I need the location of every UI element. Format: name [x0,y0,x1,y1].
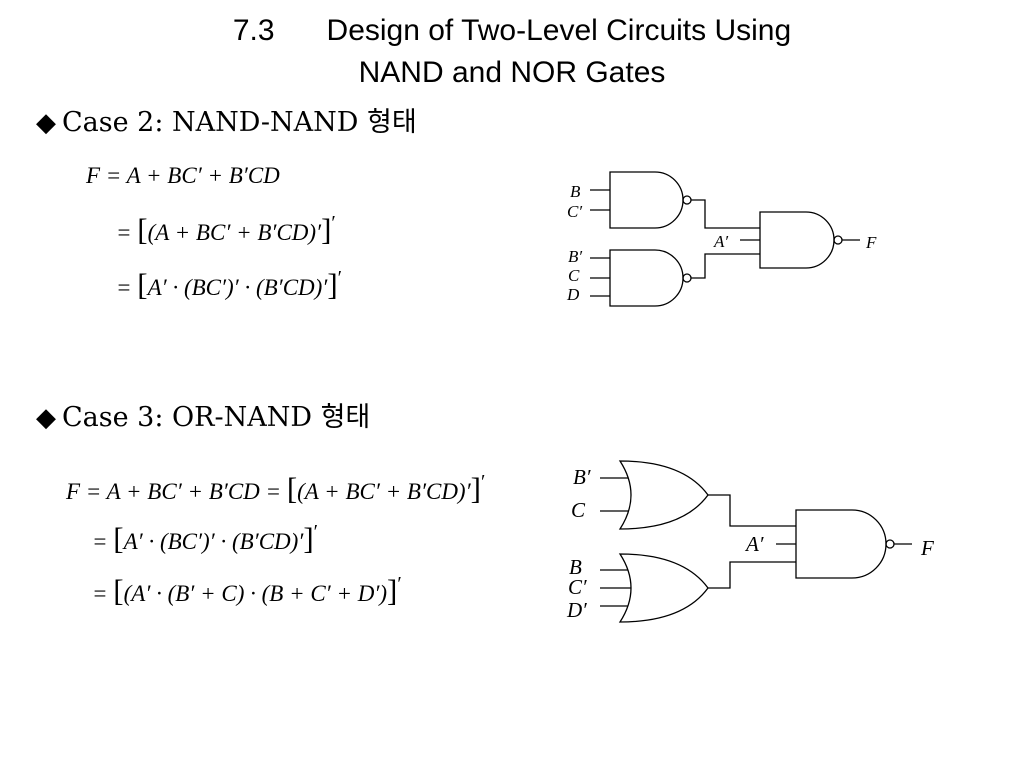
diamond-bullet-icon: ◆ [36,403,56,433]
case3-heading: ◆Case 3: OR-NAND 형태 [36,401,370,435]
open-bracket: [ [113,521,124,556]
case3-nand-gate-out [795,509,887,579]
equation-body: A′ · (BC′)′ · (B′CD)′ [147,275,328,300]
case3-or-gate-1 [618,460,709,530]
equation-prefix: F = A + BC′ + B′CD [86,163,280,188]
complement-mark: ′ [397,573,402,595]
case2-nand-bubble-2 [682,273,692,283]
case3-heading-text: Case 3: OR-NAND 형태 [62,402,371,433]
case3-label-input: B [569,555,582,579]
case3-nand-bubble-out [885,539,895,549]
case3-label-input: C′ [568,575,587,599]
title-line-2: NAND and NOR Gates [358,56,666,89]
equation-prefix: F = A + BC′ + B′CD = [66,479,282,504]
section-number: 7.3 [232,14,275,47]
case2-circuit [590,171,860,307]
title-text-line-1: Design of Two-Level Circuits Using [326,14,792,47]
case2-wire [590,189,610,211]
case3-circuit [600,460,912,623]
case2-heading: ◆Case 2: NAND-NAND 형태 [36,106,417,140]
case3-or-gate-2 [618,553,709,623]
case2-label-output: F [865,233,877,252]
case2-nand-bubble-out [833,235,843,245]
case2-wire [590,257,610,297]
open-bracket: [ [113,573,124,608]
case2-wire [691,199,760,229]
close-bracket: ] [470,471,481,506]
complement-mark: ′ [313,521,319,543]
title-line-1: 7.3 Design of Two-Level Circuits Using [0,10,1024,52]
complement-mark: ′ [337,267,343,289]
case2-label-input: B′ [568,247,582,266]
case2-wire [691,253,760,279]
slide-title: 7.3 Design of Two-Level Circuits Using NA… [0,10,1024,94]
close-bracket: ] [327,267,338,302]
case3-wire [600,477,628,512]
equation-prefix: = [92,581,108,606]
equation-prefix: = [92,529,108,554]
equation-body: (A + BC′ + B′CD)′ [297,479,471,504]
case2-nand-bubble-1 [682,195,692,205]
case3-label-input: D′ [566,598,587,622]
case3-wire [708,494,796,527]
case2-equation-3: = [A′ · (BC′)′ · (B′CD)′]′ [116,267,343,304]
case2-heading-text: Case 2: NAND-NAND 형태 [62,107,417,138]
equation-prefix: = [116,220,132,245]
case3-label-a-prime: A′ [744,532,764,556]
case3-wire [708,561,796,589]
equation-body: (A + BC′ + B′CD)′ [147,220,322,245]
diamond-bullet-icon: ◆ [36,108,56,138]
case3-equation-3: = [(A′ · (B′ + C) · (B + C′ + D′)]′ [92,573,402,610]
case2-nand-gate-1 [609,171,684,229]
case3-label-input: C [571,498,586,522]
case3-equation-2: = [A′ · (BC′)′ · (B′CD)′]′ [92,521,319,558]
case3-equation-1: F = A + BC′ + B′CD = [(A + BC′ + B′CD)′]… [66,471,486,508]
case3-label-output: F [920,536,934,560]
open-bracket: [ [286,471,298,506]
case3-label-input: B′ [573,465,591,489]
open-bracket: [ [137,267,148,302]
case2-label-input: C′ [567,202,582,221]
case2-equation-2: = [(A + BC′ + B′CD)′]′ [116,212,336,249]
equation-body: (A′ · (B′ + C) · (B + C′ + D′) [123,581,388,606]
case2-equation-1: F = A + BC′ + B′CD [86,161,280,191]
case2-label-a-prime: A′ [713,232,728,251]
case2-nand-gate-2 [609,249,684,307]
complement-mark: ′ [480,471,486,493]
close-bracket: ] [321,212,332,247]
case2-label-input: C [568,266,580,285]
close-bracket: ] [387,573,398,608]
open-bracket: [ [137,212,148,247]
case2-label-input: B [570,182,581,201]
close-bracket: ] [303,521,314,556]
equation-prefix: = [116,275,132,300]
case3-wire [600,569,631,607]
equation-body: A′ · (BC′)′ · (B′CD)′ [123,529,304,554]
complement-mark: ′ [331,212,336,234]
case2-nand-gate-out [759,211,835,269]
case2-label-input: D [566,285,580,304]
